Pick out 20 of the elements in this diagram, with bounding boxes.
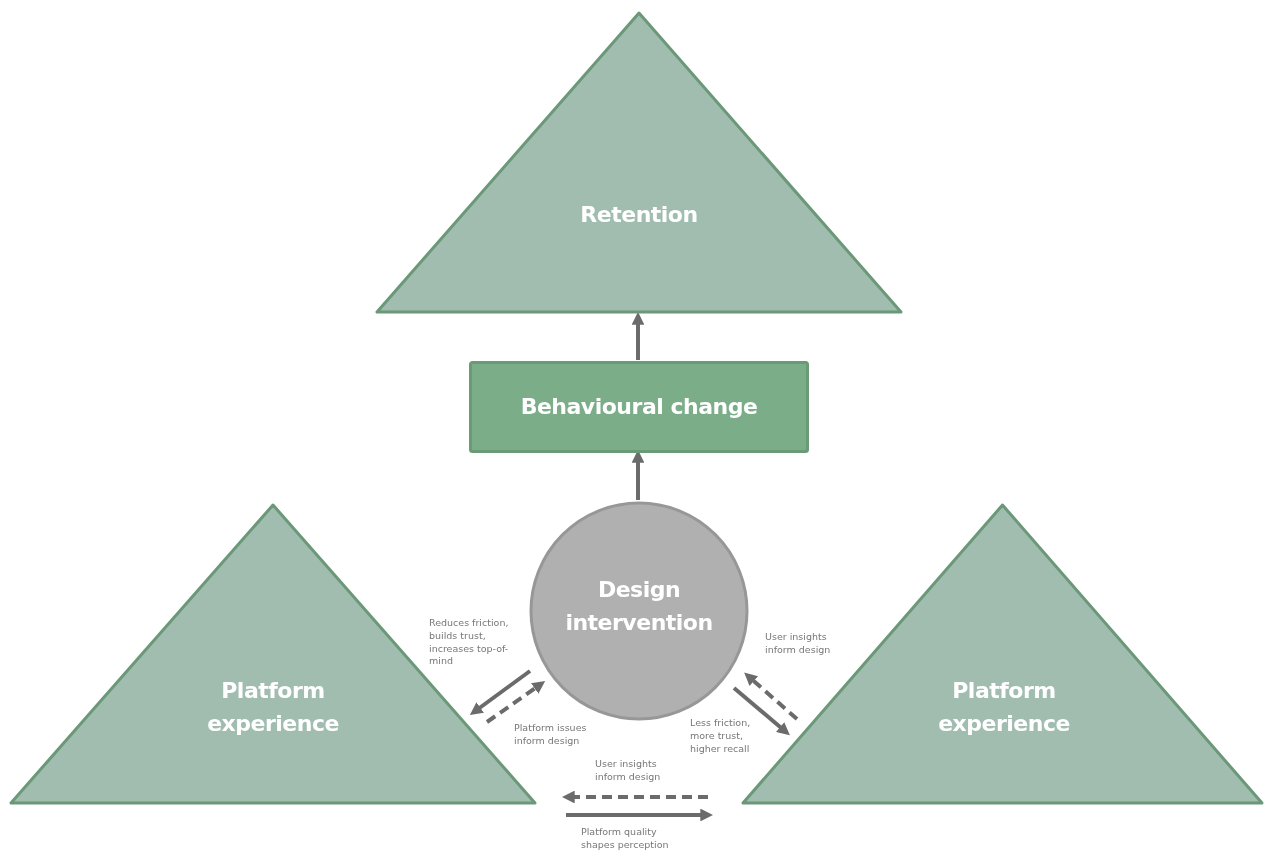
- triangle-shape: [374, 10, 904, 315]
- circle-shape: [529, 501, 749, 721]
- edge-label: User insights inform design: [765, 631, 832, 657]
- arrow: [469, 669, 532, 715]
- arrow: [561, 790, 708, 804]
- edge-label: Reduces friction, builds trust, increases top-of-mind: [429, 617, 510, 669]
- node-label: Retention: [579, 201, 699, 229]
- node-label: Platform experience: [206, 677, 340, 738]
- node-label: Behavioural change: [519, 393, 759, 421]
- arrow: [744, 672, 799, 721]
- process-box: [469, 361, 809, 453]
- node-label: Design intervention: [564, 576, 714, 637]
- edge-label: User insights inform design: [595, 758, 662, 784]
- arrow: [566, 808, 714, 822]
- edge-label: Less friction, more trust, higher recall: [690, 717, 752, 756]
- arrow: [485, 681, 546, 724]
- edge-label: Platform quality shapes perception: [581, 826, 670, 852]
- edge-label: Platform issues inform design: [514, 722, 588, 748]
- arrow: [732, 686, 790, 736]
- node-label: Platform experience: [937, 677, 1071, 738]
